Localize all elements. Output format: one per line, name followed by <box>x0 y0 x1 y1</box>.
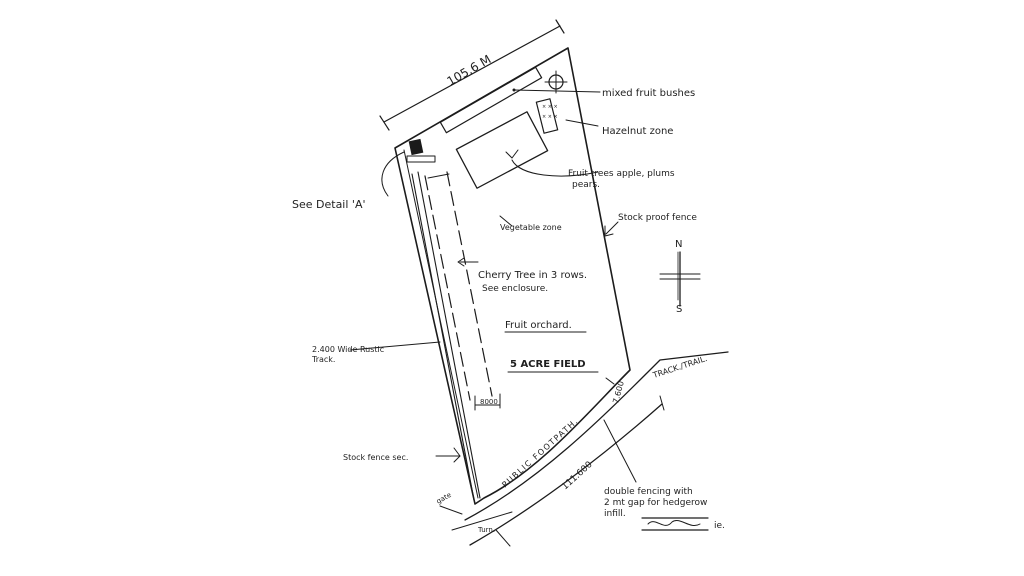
double-fencing-label-1: double fencing with <box>604 487 693 497</box>
detail-a-gate <box>406 138 436 163</box>
hazelnut-zone-label: Hazelnut zone <box>602 126 673 137</box>
compass-north: N <box>675 239 682 250</box>
crosshair-icon <box>544 70 568 94</box>
stock-proof-fence-label: Stock proof fence <box>618 213 697 223</box>
svg-text:× × ×: × × × <box>542 114 558 120</box>
public-footpath-band <box>464 351 729 546</box>
rustic-track-label-2: Track. <box>311 355 335 364</box>
dim-111600-label: 111.600 <box>560 460 595 493</box>
hazelnut-zone-box: × × × × × × <box>535 98 559 134</box>
north-arrow-icon: N S <box>659 239 701 315</box>
fruit-trees-label-1: Fruit trees apple, plums <box>568 169 675 179</box>
fruit-orchard-label: Fruit orchard. <box>505 320 572 331</box>
hedge-symbol: ie. <box>641 517 725 531</box>
turn-label: Turn. <box>477 526 495 534</box>
dimension-top-label: 105.6 M <box>445 52 494 88</box>
compass-south: S <box>676 304 682 315</box>
double-fencing-label-2: 2 mt gap for hedgerow <box>604 498 707 508</box>
rustic-track-label-1: 2.400 Wide Rustic <box>312 345 384 354</box>
cherry-tree-rows <box>424 171 493 401</box>
double-fencing-label-3: infill. <box>604 509 626 519</box>
fruit-trees-area <box>455 111 549 189</box>
rustic-track <box>411 171 481 501</box>
leader-lines <box>349 88 637 483</box>
mixed-fruit-bushes-label: mixed fruit bushes <box>602 88 695 99</box>
gate-label: gate <box>435 491 453 506</box>
vegetable-zone-label: Vegetable zone <box>500 223 562 232</box>
stock-fence-sec-label: Stock fence sec. <box>343 453 408 462</box>
dimension-8000: 8000 <box>474 393 501 411</box>
hedge-note-label: ie. <box>714 521 725 531</box>
top-dimension: 105.6 M <box>379 19 565 131</box>
svg-text:× × ×: × × × <box>542 104 558 110</box>
fruit-bushes-strip <box>439 66 543 134</box>
five-acre-field-label: 5 ACRE FIELD <box>510 359 586 370</box>
see-detail-label: See Detail 'A' <box>292 198 366 211</box>
cherry-tree-label-2: See enclosure. <box>482 284 548 294</box>
dim-8000-label: 8000 <box>480 398 498 406</box>
fruit-trees-label-2: pears. <box>572 180 600 190</box>
cherry-tree-label-1: Cherry Tree in 3 rows. <box>478 270 587 281</box>
